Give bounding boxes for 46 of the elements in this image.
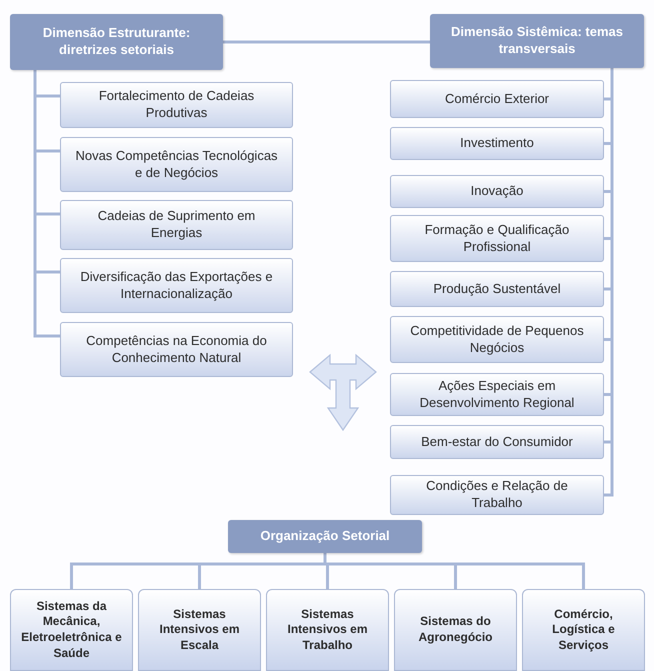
header-box: [10, 14, 223, 70]
sector-box: [266, 589, 389, 671]
topic-box: [60, 322, 293, 377]
node-label: Dimensão Sistêmica: temas transversais: [450, 24, 624, 58]
header-box: [430, 14, 644, 68]
node-label: Comércio, Logística e Serviços: [551, 606, 616, 654]
node-label: Inovação: [470, 183, 524, 200]
connector-line: [223, 40, 430, 44]
node-label: Sistemas Intensivos em Escala: [158, 606, 241, 654]
node-label: Sistemas Intensivos em Trabalho: [286, 606, 369, 654]
node-label: Dimensão Estruturante: diretrizes setoriais: [42, 25, 192, 59]
node-label: Comércio Exterior: [444, 90, 550, 108]
topic-box: [390, 175, 604, 208]
connector-line: [34, 70, 60, 338]
node-label: Diversificação das Exportações e Internacionalização: [79, 268, 274, 302]
topic-box: [390, 425, 604, 459]
node-label: Bem-estar do Consumidor: [421, 434, 573, 450]
node-label: Competências na Economia do Conhecimento Natural: [85, 332, 268, 366]
node-label: Competitividade de Pequenos Negócios: [409, 322, 585, 356]
topic-box: [390, 80, 604, 118]
node-label: Novas Competências Tecnológicas e de Negócios: [75, 148, 278, 182]
topic-box: [390, 316, 604, 363]
topic-box: [390, 127, 604, 160]
sector-box: [10, 589, 133, 671]
topic-box: [60, 82, 293, 128]
sector-box: [138, 589, 261, 671]
node-label: Condições e Relação de Trabalho: [425, 478, 569, 512]
sector-box: [394, 589, 517, 671]
node-label: Sistemas da Mecânica, Eletroeletrônica e Saúde: [20, 598, 123, 662]
node-label: Organização Setorial: [260, 528, 390, 545]
topic-box: [390, 373, 604, 416]
topic-box: [60, 258, 293, 313]
node-label: Investimento: [460, 135, 534, 152]
sector-box: [522, 589, 645, 671]
header-box: [228, 520, 422, 553]
node-label: Produção Sustentável: [433, 280, 561, 298]
node-label: Sistemas do Agronegócio: [418, 614, 494, 646]
topic-box: [390, 215, 604, 262]
node-label: Ações Especiais em Desenvolvimento Regional: [418, 378, 576, 412]
node-label: Cadeias de Suprimento em Energias: [96, 208, 256, 242]
topic-box: [390, 475, 604, 515]
node-label: Formação e Qualificação Profissional: [424, 222, 570, 256]
topic-box: [60, 200, 293, 250]
node-label: Fortalecimento de Cadeias Produtivas: [98, 88, 256, 122]
topic-box: [60, 137, 293, 192]
topic-box: [390, 271, 604, 307]
